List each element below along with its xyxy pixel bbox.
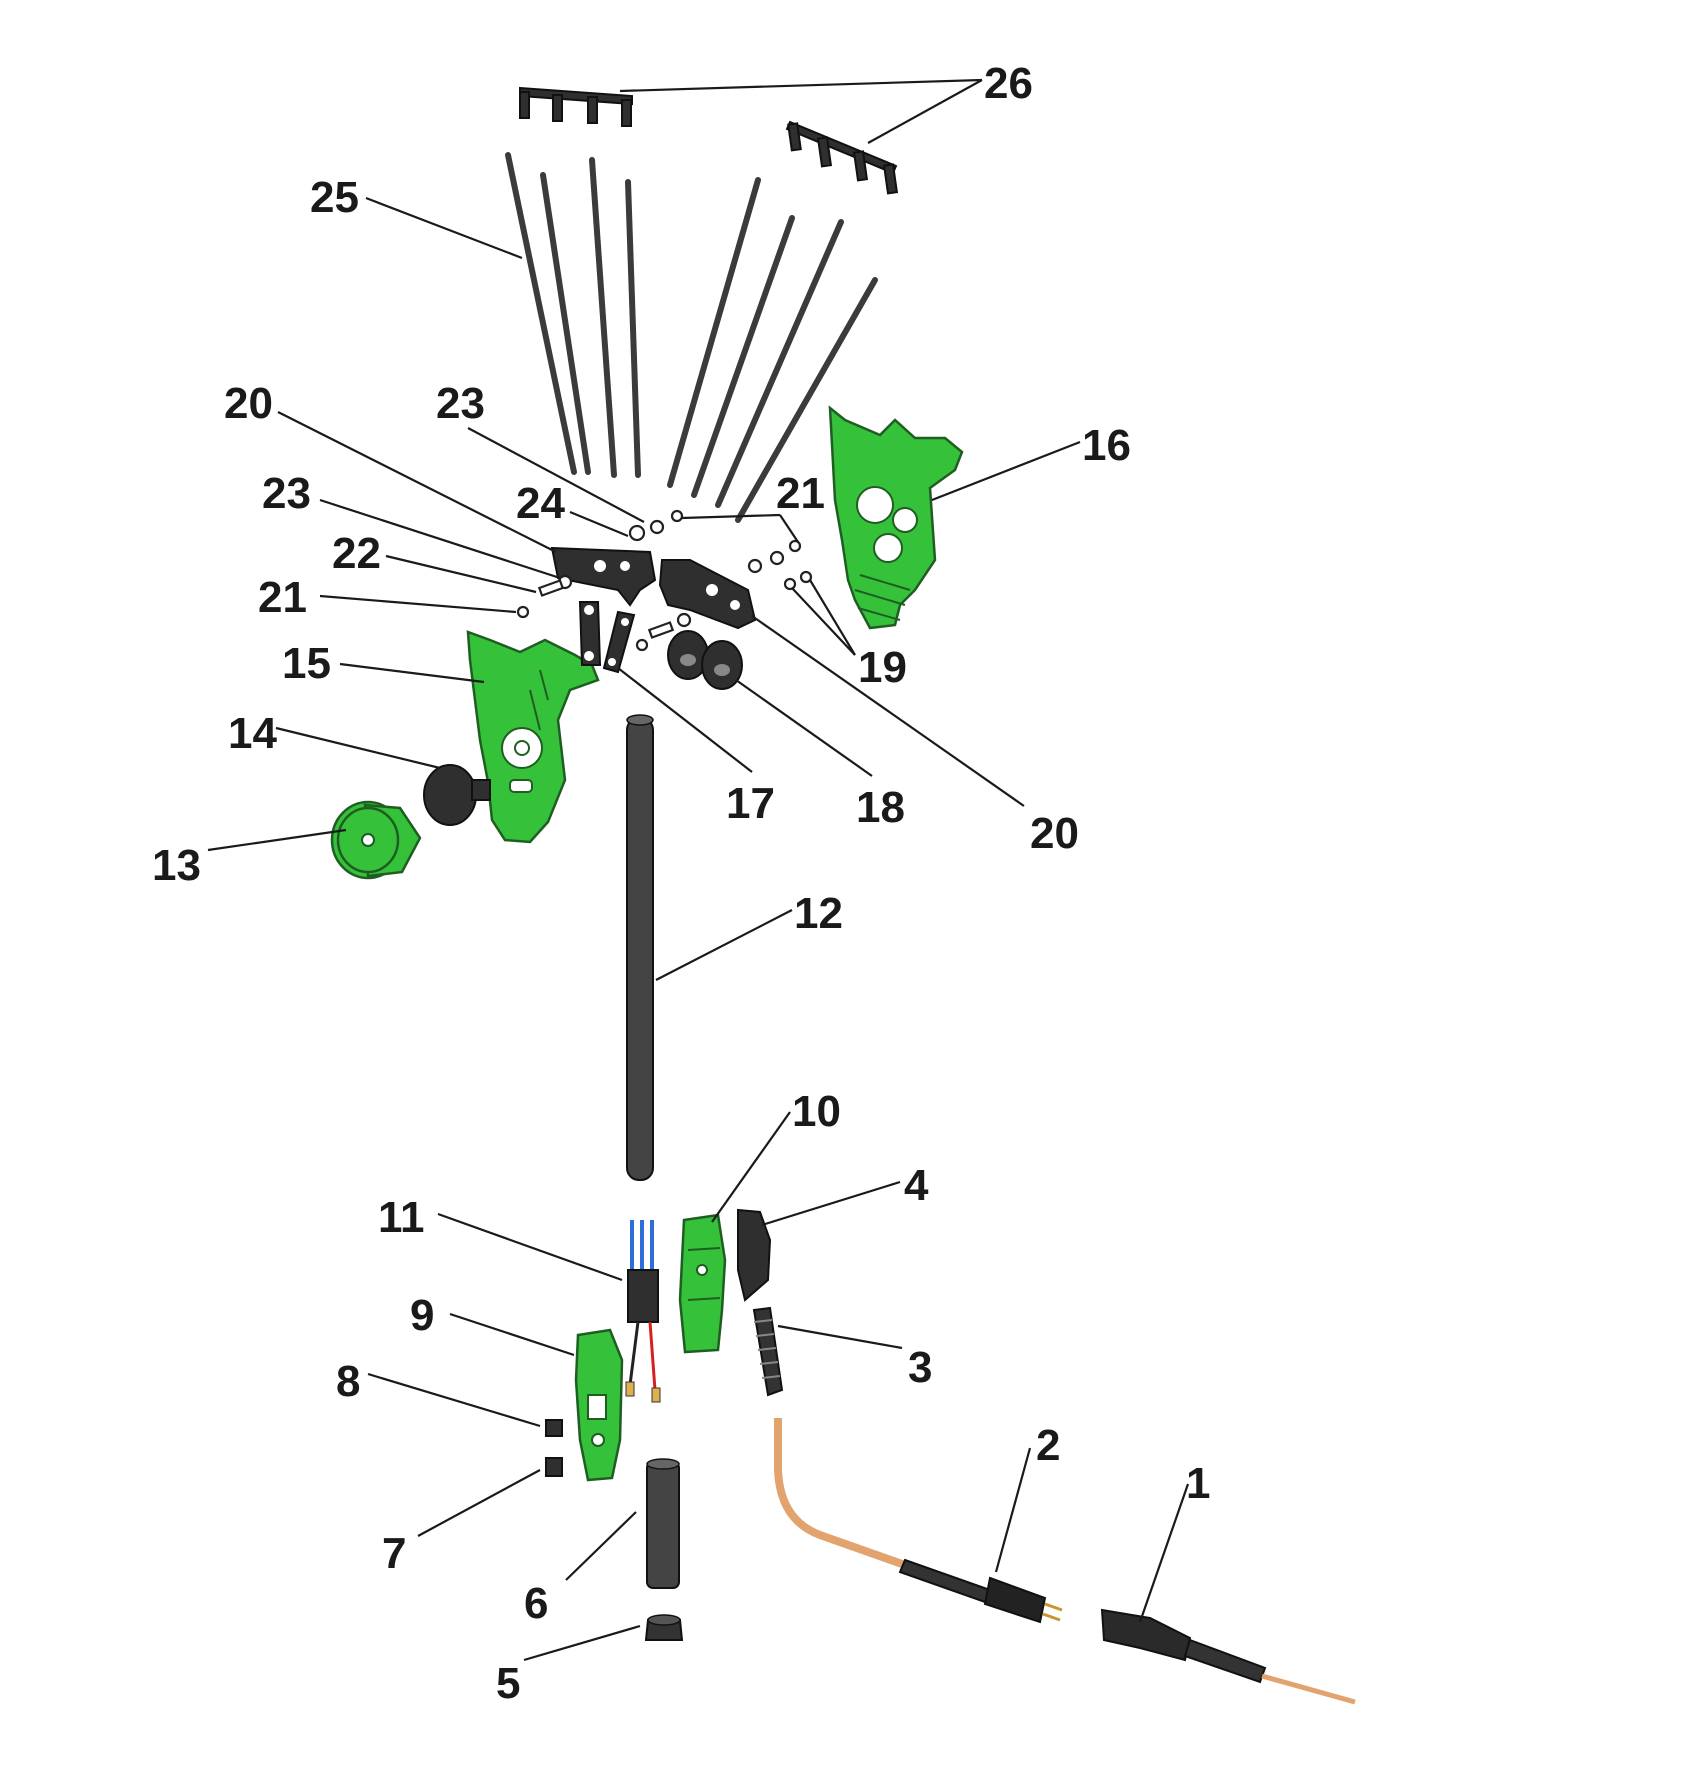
callout-20-left: 20	[224, 379, 273, 428]
callout-4: 4	[904, 1161, 929, 1210]
callout-21-right: 21	[776, 469, 825, 518]
callout-13: 13	[152, 841, 201, 890]
callout-12: 12	[794, 889, 843, 938]
part-hinge-block-right	[658, 559, 757, 630]
callout-3: 3	[908, 1343, 932, 1392]
callout-19: 19	[858, 643, 907, 692]
part-small-hardware	[516, 509, 813, 652]
part-bracket-right	[828, 405, 964, 630]
callout-18: 18	[856, 783, 905, 832]
callout-15: 15	[282, 639, 331, 688]
callout-17: 17	[726, 779, 775, 828]
part-end-cap	[644, 1614, 684, 1641]
part-clip	[737, 1208, 772, 1302]
part-block-8	[545, 1419, 563, 1437]
part-long-tube	[626, 714, 654, 1181]
callout-21-left: 21	[258, 573, 307, 622]
part-hinge-block-left	[550, 546, 657, 607]
part-wiring	[625, 1220, 661, 1403]
callout-labels: 26 25 20 23 16 23 24 21 22 21 19 15 14 1…	[152, 59, 1210, 1708]
callout-6: 6	[524, 1579, 548, 1628]
callout-24: 24	[516, 479, 565, 528]
part-cable-plug	[774, 1418, 1063, 1624]
callout-14: 14	[228, 709, 277, 758]
callout-7: 7	[382, 1529, 406, 1578]
callout-20-right: 20	[1030, 809, 1079, 858]
part-comb-right	[785, 120, 899, 195]
callout-5: 5	[496, 1659, 520, 1708]
callout-22: 22	[332, 529, 381, 578]
callout-25: 25	[310, 173, 359, 222]
part-lower-housing	[574, 1328, 624, 1482]
callout-10: 10	[792, 1087, 841, 1136]
callout-9: 9	[410, 1291, 434, 1340]
callout-1: 1	[1186, 1459, 1210, 1508]
callout-16: 16	[1082, 421, 1131, 470]
callout-23-left: 23	[262, 469, 311, 518]
part-motor-rotor	[423, 764, 491, 826]
part-cable-socket	[1100, 1608, 1356, 1705]
part-spring-grip	[752, 1306, 784, 1397]
part-comb-left	[519, 86, 633, 127]
part-links	[578, 601, 636, 674]
callout-8: 8	[336, 1357, 360, 1406]
part-motor-green	[330, 800, 422, 880]
part-short-tube	[646, 1458, 680, 1589]
callout-2: 2	[1036, 1421, 1060, 1470]
part-block-7	[545, 1457, 563, 1477]
callout-26: 26	[984, 59, 1033, 108]
part-sleeve	[678, 1213, 727, 1354]
part-rods	[505, 152, 878, 523]
callout-23-top: 23	[436, 379, 485, 428]
part-rollers	[667, 630, 743, 690]
leader-lines	[207, 78, 1190, 1662]
callout-11: 11	[378, 1193, 425, 1242]
part-bracket-left	[466, 630, 600, 844]
